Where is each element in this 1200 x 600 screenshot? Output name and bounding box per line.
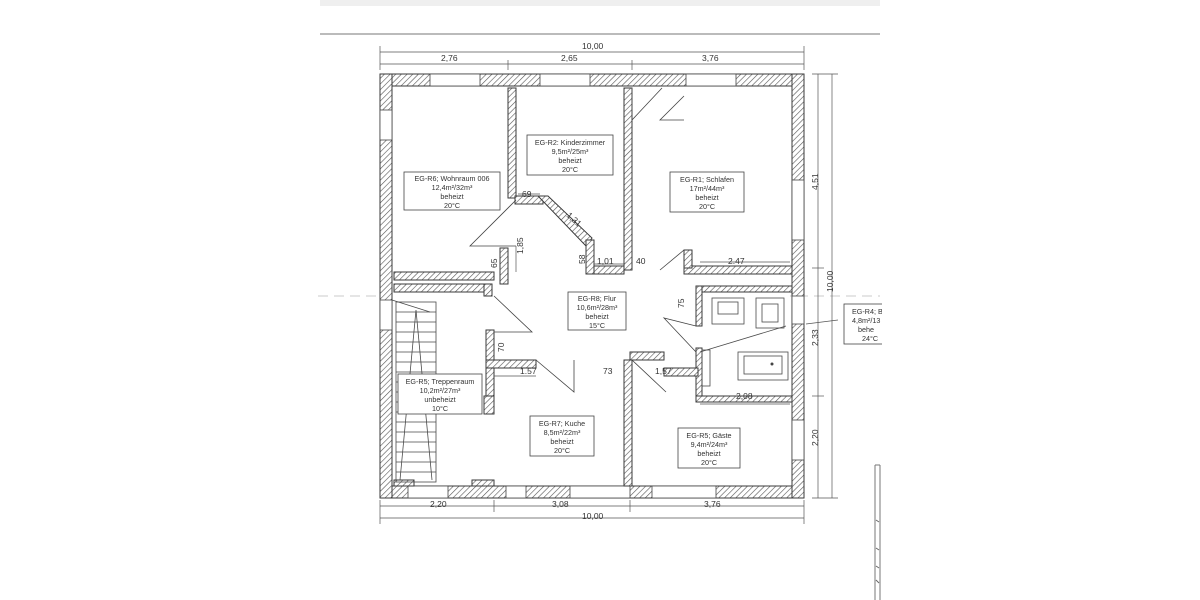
room-treppenraum: EG-R5; Treppenraum 10,2m²/27m³ unbeheizt… bbox=[397, 373, 483, 415]
doors bbox=[469, 87, 697, 393]
dim-inner-101: 1,01 bbox=[597, 256, 614, 266]
room-schlafen-status: beheizt bbox=[695, 193, 718, 202]
room-schlafen: EG-R1; Schlafen 17m²/44m³ beheizt 20°C bbox=[669, 171, 745, 213]
dim-bottom-seg1: 2,20 bbox=[430, 499, 447, 509]
dim-top-total: 10,00 bbox=[582, 41, 604, 51]
dim-inner-247: 2.47 bbox=[728, 256, 745, 266]
dim-right-seg2: 2,33 bbox=[810, 329, 820, 346]
room-schlafen-name: EG-R1; Schlafen bbox=[680, 175, 734, 184]
dim-inner-185: 1,85 bbox=[515, 237, 525, 254]
room-kuche-temp: 20°C bbox=[554, 446, 570, 455]
room-wohnraum-name: EG-R6; Wohnraum 006 bbox=[415, 174, 490, 183]
room-wohnraum-temp: 20°C bbox=[444, 201, 460, 210]
room-gaste-area: 9,4m²/24m³ bbox=[691, 440, 728, 449]
room-flur-area: 10,6m²/28m³ bbox=[577, 303, 618, 312]
room-flur: EG-R8; Flur 10,6m²/28m³ beheizt 15°C bbox=[567, 291, 627, 331]
room-bad-name: EG-R4; B bbox=[852, 307, 883, 316]
room-flur-temp: 15°C bbox=[589, 321, 605, 330]
dim-inner-69: 69 bbox=[522, 189, 532, 199]
room-kinderzimmer-name: EG-R2: Kinderzimmer bbox=[535, 138, 606, 147]
room-kinderzimmer-temp: 20°C bbox=[562, 165, 578, 174]
margin-marks bbox=[875, 519, 880, 584]
room-kuche-name: EG-R7; Kuche bbox=[539, 419, 585, 428]
room-kuche-area: 8,5m²/22m³ bbox=[544, 428, 581, 437]
room-bad-temp: 24°C bbox=[862, 334, 878, 343]
room-wohnraum-area: 12,4m²/32m³ bbox=[432, 183, 473, 192]
dim-inner-75: 75 bbox=[676, 298, 686, 308]
dim-bottom-seg2: 3,08 bbox=[552, 499, 569, 509]
room-treppenraum-status: unbeheizt bbox=[424, 395, 455, 404]
room-kuche: EG-R7; Kuche 8,5m²/22m³ beheizt 20°C bbox=[529, 415, 595, 457]
room-treppenraum-area: 10,2m²/27m³ bbox=[420, 386, 461, 395]
room-flur-status: beheizt bbox=[585, 312, 608, 321]
dimension-labels: 10,00 2,76 2,65 3,76 2,20 3,08 3,76 10,0… bbox=[430, 41, 835, 521]
room-bad-area: 4,8m²/13 bbox=[852, 316, 880, 325]
dim-bottom-total: 10,00 bbox=[582, 511, 604, 521]
dim-right-seg3: 2,20 bbox=[810, 429, 820, 446]
room-gaste-name: EG-R5; Gäste bbox=[686, 431, 731, 440]
room-schlafen-temp: 20°C bbox=[699, 202, 715, 211]
dim-inner-157a: 1.57 bbox=[520, 366, 537, 376]
room-gaste-temp: 20°C bbox=[701, 458, 717, 467]
dim-top-seg1: 2,76 bbox=[441, 53, 458, 63]
room-flur-name: EG-R8; Flur bbox=[578, 294, 617, 303]
room-kinderzimmer: EG-R2: Kinderzimmer 9,5m²/25m³ beheizt 2… bbox=[526, 134, 614, 176]
room-wohnraum-status: beheizt bbox=[440, 192, 463, 201]
room-gaste: EG-R5; Gäste 9,4m²/24m³ beheizt 20°C bbox=[677, 427, 741, 469]
bathroom-fixtures bbox=[699, 297, 789, 387]
dim-inner-40: 40 bbox=[636, 256, 646, 266]
dimension-lines bbox=[379, 46, 839, 524]
room-bad-status: behe bbox=[858, 325, 874, 334]
windows bbox=[379, 73, 805, 499]
room-schlafen-area: 17m²/44m³ bbox=[690, 184, 725, 193]
dim-inner-73: 73 bbox=[603, 366, 613, 376]
dim-right-total: 10,00 bbox=[825, 270, 835, 292]
dim-inner-65: 65 bbox=[489, 258, 499, 268]
dim-top-seg2: 2,65 bbox=[561, 53, 578, 63]
interior-walls bbox=[393, 87, 793, 487]
dim-inner-208: 2,08 bbox=[736, 391, 753, 401]
room-kinderzimmer-status: beheizt bbox=[558, 156, 581, 165]
room-treppenraum-temp: 10°C bbox=[432, 404, 448, 413]
dim-right-seg1: 4,51 bbox=[810, 173, 820, 190]
room-bad: EG-R4; B 4,8m²/13 behe 24°C bbox=[843, 303, 885, 345]
dim-top-seg3: 3,76 bbox=[702, 53, 719, 63]
room-kuche-status: beheizt bbox=[550, 437, 573, 446]
dim-inner-70: 70 bbox=[496, 342, 506, 352]
dim-inner-157b: 1,57 bbox=[655, 366, 672, 376]
dim-inner-58: 58 bbox=[577, 254, 587, 264]
room-wohnraum: EG-R6; Wohnraum 006 12,4m²/32m³ beheizt … bbox=[403, 171, 501, 211]
room-kinderzimmer-area: 9,5m²/25m³ bbox=[552, 147, 589, 156]
room-gaste-status: beheizt bbox=[697, 449, 720, 458]
dim-bottom-seg3: 3,76 bbox=[704, 499, 721, 509]
room-treppenraum-name: EG-R5; Treppenraum bbox=[406, 377, 475, 386]
